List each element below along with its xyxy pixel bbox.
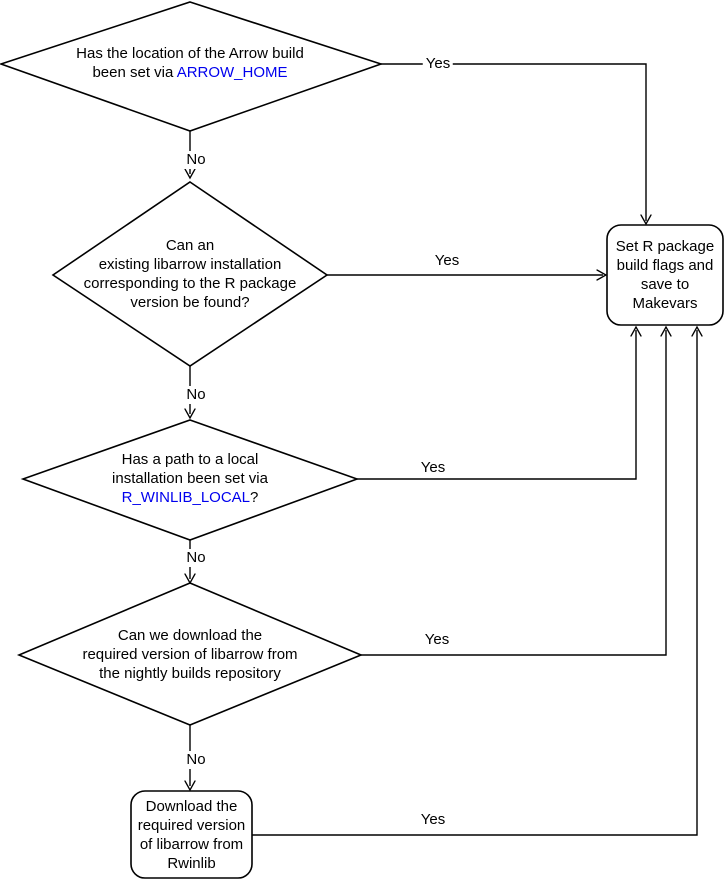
decision-arrow-home-label: Has the location of the Arrow build been… <box>20 44 360 82</box>
edge-arrow-home-yes <box>381 63 647 221</box>
arrowhead-up-icon <box>691 325 703 337</box>
decision-nightly-download-label: Can we download the required version of … <box>82 627 298 682</box>
process-set-makevars-label: Set R package build flags and save to Ma… <box>615 238 715 312</box>
edge-label-nightly-download-no: No <box>183 751 209 769</box>
edge-label-download-rwinlib-yes: Yes <box>417 811 449 829</box>
edge-label-nightly-download-yes: Yes <box>421 631 453 649</box>
decision-existing-install-label: Can an existing libarrow installation co… <box>83 237 297 311</box>
edge-label-rwinlib-local-no: No <box>183 549 209 567</box>
arrowhead-down-icon <box>640 214 652 226</box>
arrowhead-right-icon <box>596 269 608 281</box>
rwinlib-local-env-var: R_WINLIB_LOCAL <box>121 489 251 506</box>
edge-rwinlib-local-yes <box>357 330 637 480</box>
edge-label-arrow-home-no: No <box>183 151 209 169</box>
decision-rwinlib-local-suffix: ? <box>250 489 259 506</box>
arrow-home-env-var: ARROW_HOME <box>176 64 288 81</box>
decision-rwinlib-local-text: Has a path to a local installation been … <box>112 451 268 487</box>
decision-nightly-download-shape <box>16 582 364 726</box>
arrowhead-up-icon <box>660 325 672 337</box>
decision-existing-install-shape <box>51 181 329 367</box>
edge-download-rwinlib-yes <box>252 330 698 836</box>
process-set-makevars-shape <box>606 224 724 326</box>
process-download-rwinlib-shape <box>130 790 253 879</box>
process-download-rwinlib-label: Download the required version of libarro… <box>137 798 246 872</box>
decision-rwinlib-local-shape <box>20 419 360 541</box>
arrowhead-down-icon <box>184 168 196 180</box>
arrowhead-down-icon <box>184 408 196 420</box>
decision-arrow-home-shape <box>0 1 384 132</box>
edge-label-existing-install-no: No <box>183 386 209 404</box>
arrowhead-up-icon <box>630 325 642 337</box>
edge-label-arrow-home-yes: Yes <box>422 55 454 73</box>
decision-arrow-home-text: Has the location of the Arrow build been… <box>76 45 304 81</box>
edge-label-existing-install-yes: Yes <box>431 252 463 270</box>
edge-label-rwinlib-local-yes: Yes <box>417 459 449 477</box>
decision-rwinlib-local-label: Has a path to a local installation been … <box>40 450 340 507</box>
edge-nightly-download-yes <box>361 330 667 656</box>
arrowhead-down-icon <box>184 780 196 792</box>
